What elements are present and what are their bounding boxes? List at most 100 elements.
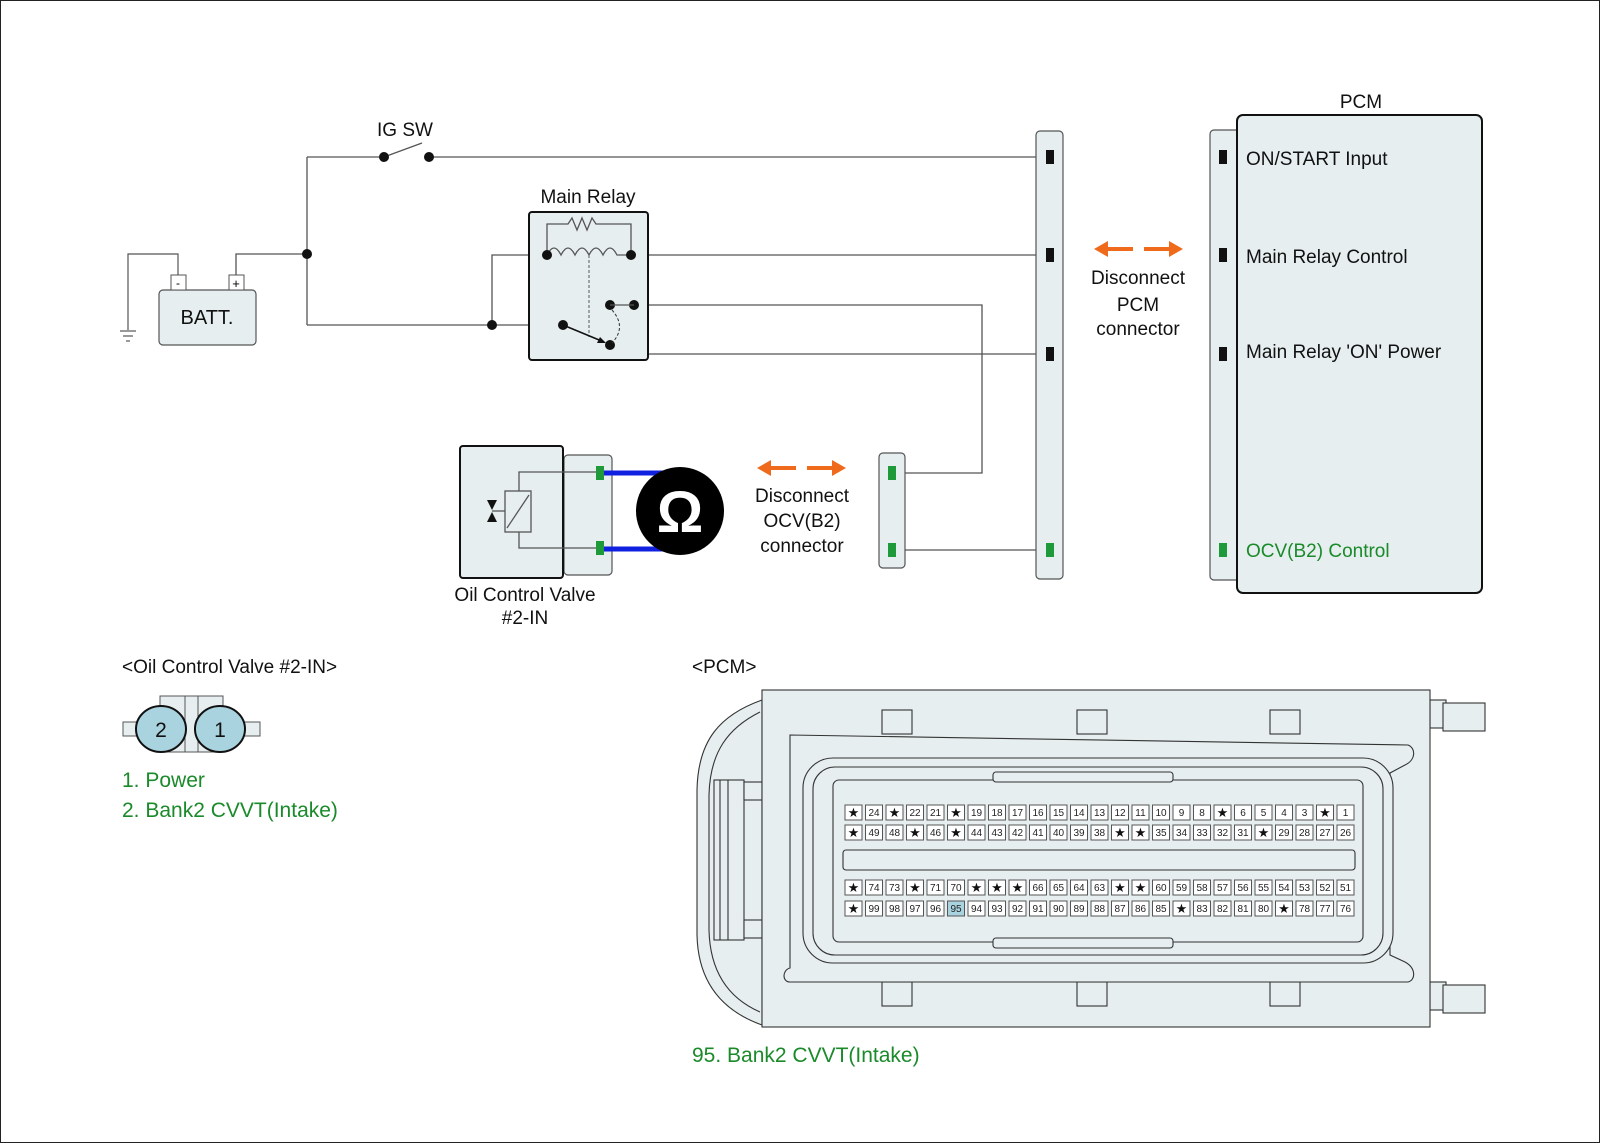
pcm-pin-label: 55	[1258, 883, 1270, 894]
pcm-pin-59: 59	[1172, 879, 1191, 896]
pcm-pin-21: 21	[926, 804, 945, 821]
pcm-pin-unused: ★	[947, 824, 965, 841]
pcm-pin-53: 53	[1295, 879, 1314, 896]
pcm-pin-label: 21	[930, 808, 942, 819]
ocv-harness-connector	[878, 452, 906, 569]
pcm-pin-54: 54	[1275, 879, 1293, 896]
pcm-pin-label: 78	[1299, 904, 1311, 915]
pcm-pin-91: 91	[1029, 900, 1047, 917]
ocv-pin-2: 2	[155, 719, 167, 742]
pcm-pin-label: ★	[950, 825, 962, 840]
ground-icon	[120, 253, 179, 342]
pcm-pin-label: ★	[1319, 805, 1331, 820]
pcm-connector-title: <PCM>	[692, 657, 756, 678]
pcm-pin-40: 40	[1049, 824, 1068, 841]
pcm-pin-label: 26	[1340, 828, 1352, 839]
pcm-module: PCM ON/START Input Main Relay Control Ma…	[1209, 92, 1483, 594]
pcm-pin-label: 3	[1302, 808, 1308, 819]
pcm-pin-label: ★	[1176, 901, 1188, 916]
ocv-name-line2: #2-IN	[502, 608, 548, 629]
pcm-pin-64: 64	[1070, 879, 1088, 896]
pcm-pin-label: 57	[1217, 883, 1229, 894]
pcm-pin-92: 92	[1008, 900, 1027, 917]
pcm-pin-label: 56	[1237, 883, 1249, 894]
disconnect-ocv-arrows-icon	[757, 460, 846, 476]
pcm-pin-33: 33	[1193, 824, 1211, 841]
pcm-pin-label: ★	[1012, 880, 1024, 895]
pcm-pin-label: 15	[1053, 808, 1065, 819]
pcm-pin-label: 87	[1114, 904, 1126, 915]
pcm-pin-label: ★	[1114, 880, 1126, 895]
oil-control-valve	[459, 445, 613, 579]
pcm-pin-74: 74	[865, 879, 883, 896]
disconnect-ocv-line3: connector	[760, 536, 844, 557]
pcm-pin-51: 51	[1336, 879, 1355, 896]
pcm-pin-label: 6	[1240, 808, 1246, 819]
pcm-pin-99: 99	[865, 900, 883, 917]
battery-positive-label: +	[232, 276, 240, 291]
pcm-pin-label: 64	[1073, 883, 1085, 894]
pcm-pin-unused: ★	[906, 824, 924, 841]
pcm-pin-90: 90	[1049, 900, 1068, 917]
pcm-pin-label: 41	[1032, 828, 1044, 839]
pcm-pin-42: 42	[1008, 824, 1027, 841]
pcm-pin-unused: ★	[1275, 900, 1293, 917]
pcm-terminal-on-start-input: ON/START Input	[1246, 149, 1388, 170]
pcm-pin-unused: ★	[988, 879, 1006, 896]
pcm-pin-29: 29	[1275, 824, 1293, 841]
pcm-pin-87: 87	[1111, 900, 1129, 917]
ocv-connector-face: 2 1	[122, 695, 261, 753]
pcm-pin-80: 80	[1254, 900, 1273, 917]
pcm-pin-label: 22	[909, 808, 921, 819]
pcm-pin-label: 8	[1199, 808, 1205, 819]
pcm-pin-label: ★	[848, 825, 860, 840]
pcm-pin-label: 53	[1299, 883, 1311, 894]
pcm-pin-unused: ★	[844, 900, 863, 917]
pcm-pin-label: ★	[971, 880, 983, 895]
pcm-pin-label: ★	[848, 901, 860, 916]
pcm-pin-3: 3	[1295, 804, 1314, 821]
pcm-pin-label: 90	[1053, 904, 1065, 915]
pcm-pin-label: 19	[971, 808, 983, 819]
pcm-pin-label: 44	[971, 828, 983, 839]
pcm-pin-4: 4	[1275, 804, 1293, 821]
pcm-pin-9: 9	[1172, 804, 1191, 821]
pcm-pin-label: 39	[1073, 828, 1085, 839]
pcm-pin-label: 28	[1299, 828, 1311, 839]
pcm-pin-24: 24	[865, 804, 883, 821]
pcm-pin-label: 66	[1032, 883, 1044, 894]
pcm-pin-label: ★	[1258, 825, 1270, 840]
disconnect-ocv-label: Disconnect OCV(B2) connector	[755, 486, 850, 557]
main-relay-label: Main Relay	[540, 187, 636, 208]
pcm-pin-label: 58	[1196, 883, 1208, 894]
pcm-pin-label: 35	[1155, 828, 1167, 839]
pcm-pin-label: 4	[1281, 808, 1287, 819]
pcm-pin-label: 74	[868, 883, 880, 894]
pcm-pin-label: 95	[950, 904, 962, 915]
pcm-pin-label: 48	[889, 828, 901, 839]
pcm-pin-94: 94	[967, 900, 986, 917]
pcm-pin-32: 32	[1213, 824, 1232, 841]
pcm-pin-label: 88	[1094, 904, 1106, 915]
pcm-pin-label: 46	[930, 828, 942, 839]
pcm-pin-label: ★	[1135, 825, 1147, 840]
pcm-pin-label: ★	[909, 825, 921, 840]
pcm-pin-15: 15	[1049, 804, 1068, 821]
pcm-title: PCM	[1340, 92, 1382, 113]
pcm-pin-label: 70	[950, 883, 962, 894]
pcm-pin-1: 1	[1336, 804, 1355, 821]
pcm-pin-label: 91	[1032, 904, 1044, 915]
pcm-pin-label: 63	[1094, 883, 1106, 894]
pcm-pin-label: 17	[1012, 808, 1024, 819]
pcm-pin-22: 22	[906, 804, 924, 821]
pcm-pin-49: 49	[865, 824, 883, 841]
pcm-pin-label: 71	[930, 883, 942, 894]
pcm-pin-66: 66	[1029, 879, 1047, 896]
pcm-pin-96: 96	[926, 900, 945, 917]
pcm-pin-63: 63	[1090, 879, 1109, 896]
pcm-pin-17: 17	[1008, 804, 1027, 821]
pcm-terminal-main-relay-control: Main Relay Control	[1246, 247, 1408, 268]
pcm-pin-unused: ★	[844, 804, 863, 821]
pcm-pin-56: 56	[1234, 879, 1252, 896]
